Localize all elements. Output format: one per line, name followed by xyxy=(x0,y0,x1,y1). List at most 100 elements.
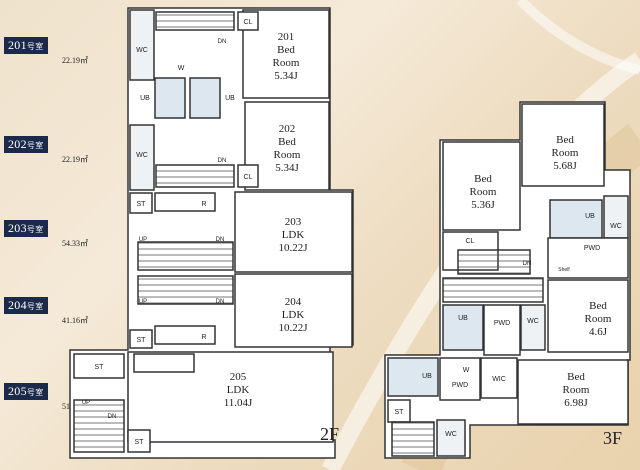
wic-3f xyxy=(480,357,518,399)
stairs-204 xyxy=(137,275,234,305)
room-205-type: LDK xyxy=(227,384,250,396)
pwd-3f-c xyxy=(439,357,481,401)
room-204-size: 10.22J xyxy=(278,322,308,334)
wc-201-tag: WC xyxy=(136,47,148,54)
floor-2f-labels: 201 Bed Room 5.34J 202 Bed Room 5.34J 20… xyxy=(82,19,308,446)
bed-room-c xyxy=(547,279,629,353)
bed-room-d xyxy=(517,359,629,425)
up-203-tag: UP xyxy=(139,237,147,243)
dn-205-tag: DN xyxy=(108,414,117,420)
st-204-tag: ST xyxy=(137,337,147,344)
wc-3f-b-tag: WC xyxy=(527,318,539,325)
pwd-3f-b xyxy=(483,304,521,356)
unit-label-201: 201号室 22.19㎡ xyxy=(4,36,88,66)
bed-b-type2: Room xyxy=(552,147,579,159)
unit-area-201: 22.19㎡ xyxy=(62,56,88,65)
room-205-size: 11.04J xyxy=(224,397,253,409)
stairs-3f-a xyxy=(457,249,531,275)
unit-area-204: 41.16㎡ xyxy=(62,316,88,325)
wc-201 xyxy=(129,9,155,81)
ub-3f-a xyxy=(549,199,603,239)
stairs-205 xyxy=(73,399,125,453)
cl-202-tag: CL xyxy=(244,174,253,181)
shelf-3f-tag: Shelf xyxy=(558,267,570,273)
cl-201 xyxy=(237,11,259,31)
ub-202-tag: UB xyxy=(225,95,235,102)
bed-d-size: 6.98J xyxy=(564,397,588,409)
st-203 xyxy=(129,192,153,214)
w-3f-tag: W xyxy=(463,367,470,374)
bed-c-size: 4.6J xyxy=(589,326,608,338)
bed-a-type2: Room xyxy=(470,186,497,198)
kitchen-203 xyxy=(154,192,216,212)
bed-room-a xyxy=(442,141,521,231)
room-201-type: Bed xyxy=(277,44,295,56)
dn-204-tag: DN xyxy=(216,299,225,305)
st-205-b-tag: ST xyxy=(135,439,145,446)
room-204-ldk xyxy=(234,273,353,348)
floor-2f xyxy=(69,7,354,459)
dn-3f-tag: DN xyxy=(523,261,532,267)
bed-d-type2: Room xyxy=(563,384,590,396)
st-204 xyxy=(129,329,153,349)
up-205-tag: UP xyxy=(82,400,90,406)
room-203-ldk xyxy=(234,191,353,273)
stairs-202 xyxy=(155,164,235,188)
ub-3f-c-tag: UB xyxy=(422,373,432,380)
pwd-3f-a-tag: PWD xyxy=(584,245,600,252)
bed-b-type: Bed xyxy=(556,134,574,146)
w-201-tag: W xyxy=(178,65,185,72)
wc-3f-a xyxy=(603,195,629,239)
room-201-type2: Room xyxy=(273,57,300,69)
floor-label-2f: 2F xyxy=(320,424,340,444)
wc-202-tag: WC xyxy=(136,152,148,159)
room-202-type2: Room xyxy=(274,149,301,161)
stairs-3f-c xyxy=(391,421,435,457)
bed-d-type: Bed xyxy=(567,371,585,383)
room-202-type: Bed xyxy=(278,136,296,148)
ub-201 xyxy=(154,77,186,119)
st-3f-tag: ST xyxy=(395,409,405,416)
wc-3f-c-tag: WC xyxy=(445,431,457,438)
unit-area-202: 22.19㎡ xyxy=(62,155,88,164)
floor-3f-labels: Bed Room 5.36J Bed Room 5.68J Bed Room 4… xyxy=(395,134,622,438)
dn-201-tag: DN xyxy=(218,39,227,45)
room-205-name: 205 xyxy=(230,371,247,383)
wc-3f-c xyxy=(436,419,466,457)
st-205-b xyxy=(127,429,151,453)
bed-c-type: Bed xyxy=(589,300,607,312)
ub-3f-b xyxy=(442,304,484,351)
stairs-201 xyxy=(155,11,235,31)
pwd-3f-b-tag: PWD xyxy=(494,320,510,327)
room-204-name: 204 xyxy=(285,296,302,308)
room-202-size: 5.34J xyxy=(275,162,299,174)
room-201-size: 5.34J xyxy=(274,70,298,82)
room-202-bedroom xyxy=(244,101,330,191)
floor-label-3f: 3F xyxy=(603,428,623,448)
bed-b-size: 5.68J xyxy=(553,160,577,172)
room-204-type: LDK xyxy=(282,309,305,321)
kitchen-205 xyxy=(133,353,195,373)
floor-3f xyxy=(384,101,631,459)
cl-201-tag: CL xyxy=(244,19,253,26)
dn-203-tag: DN xyxy=(216,237,225,243)
wc-202 xyxy=(129,124,155,191)
cl-3f-tag: CL xyxy=(466,238,475,245)
dn-202-tag: DN xyxy=(218,158,227,164)
wc-3f-b xyxy=(520,304,546,351)
ub-3f-b-tag: UB xyxy=(458,315,468,322)
room-203-name: 203 xyxy=(285,216,302,228)
st-205-a xyxy=(73,353,125,379)
ub-3f-c xyxy=(387,357,439,397)
ub-201-tag: UB xyxy=(140,95,150,102)
bed-a-type: Bed xyxy=(474,173,492,185)
kitchen-204 xyxy=(154,325,216,345)
wic-3f-tag: WIC xyxy=(492,376,506,383)
stairs-203 xyxy=(137,241,234,271)
room-203-type: LDK xyxy=(282,229,305,241)
pwd-3f-a xyxy=(547,237,629,279)
r-203-tag: R xyxy=(201,201,206,208)
room-201-name: 201 xyxy=(278,31,295,43)
room-203-size: 10.22J xyxy=(278,242,308,254)
